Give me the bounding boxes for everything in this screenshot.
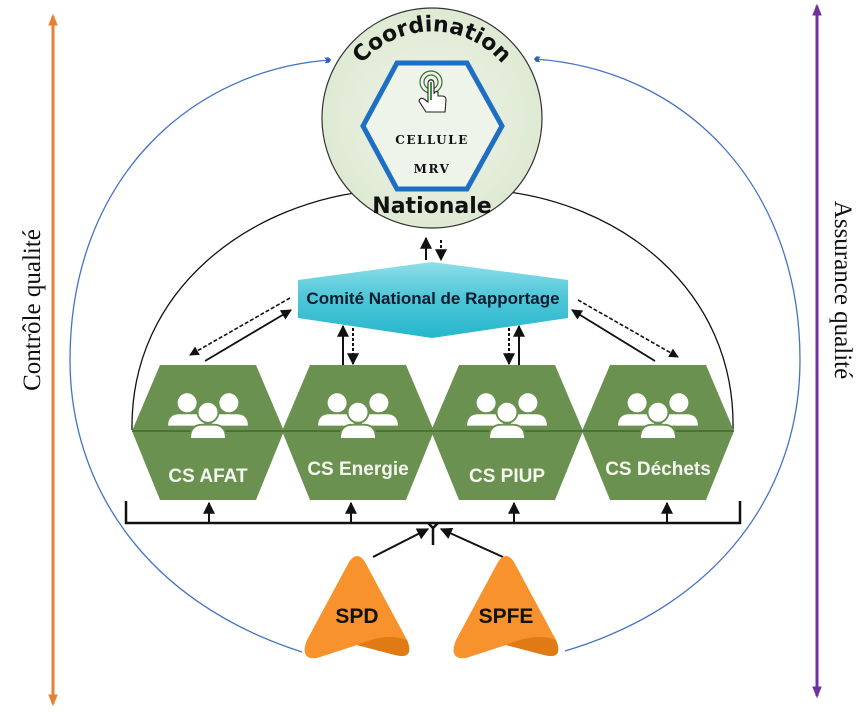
quality-control-axis: Contrôle qualité xyxy=(19,13,58,707)
sectoral-cell-label: CS PIUP xyxy=(469,466,545,487)
sectoral-cell-4[interactable]: CS Déchets xyxy=(582,365,734,500)
focal-point-shape xyxy=(304,556,410,659)
arrow-solid-from-dechets xyxy=(571,309,656,362)
touch-hand-icon xyxy=(418,70,447,113)
sectoral-cell-2[interactable]: CS Energie xyxy=(282,365,434,500)
committee-banner xyxy=(298,262,568,338)
national-reporting-committee[interactable]: Comité National de Rapportage xyxy=(298,262,568,338)
coordination-bottom-label: Nationale xyxy=(372,194,491,219)
sectoral-cell-label: CS Energie xyxy=(307,459,408,480)
committee-label: Comité National de Rapportage xyxy=(306,289,559,308)
arrow-from-spfe xyxy=(439,527,504,558)
feedback-loop-right xyxy=(533,56,801,652)
arrow-dashed-to-afat xyxy=(189,297,291,356)
connector-arc-right xyxy=(489,189,734,431)
arrow-solid-from-afat xyxy=(204,309,292,362)
mrv-cell-label-line1: CELLULE xyxy=(395,133,468,147)
arrow-dashed-to-dechets xyxy=(577,299,679,358)
focal-point-label: SPFE xyxy=(479,605,534,628)
bracket-center-tip xyxy=(427,522,439,545)
quality-assurance-label: Assurance qualité xyxy=(829,201,856,379)
focal-point-label: SPD xyxy=(335,605,378,628)
focal-point-fold xyxy=(506,636,559,656)
sectoral-cell-label: CS Déchets xyxy=(605,459,711,480)
focal-point-shape xyxy=(453,556,559,659)
mrv-cell-hexagon xyxy=(360,60,505,192)
arrow-from-spd xyxy=(372,528,430,558)
sectoral-cell-1[interactable]: CS AFAT xyxy=(132,365,284,500)
focal-point-fold xyxy=(357,636,410,656)
connector-arc-left xyxy=(131,189,381,431)
focal-point-spd[interactable]: SPD xyxy=(304,556,410,659)
mrv-cell-label-line2: MRV xyxy=(414,162,451,176)
sectoral-cell-3[interactable]: CS PIUP xyxy=(431,365,583,500)
feedback-loop-left xyxy=(69,57,332,653)
grouping-bracket xyxy=(124,501,742,525)
sectoral-cell-label: CS AFAT xyxy=(168,466,248,487)
sectoral-cells: CS AFAT CS Energie CS PIUP CS Déchets xyxy=(132,365,734,500)
quality-assurance-axis: Assurance qualité xyxy=(812,3,856,699)
national-coordination[interactable]: Coordination Nationale CELLULE MRV xyxy=(321,7,543,229)
focal-point-spfe[interactable]: SPFE xyxy=(453,556,559,659)
quality-control-label: Contrôle qualité xyxy=(19,229,46,391)
focal-points: SPD SPFE xyxy=(304,556,559,659)
